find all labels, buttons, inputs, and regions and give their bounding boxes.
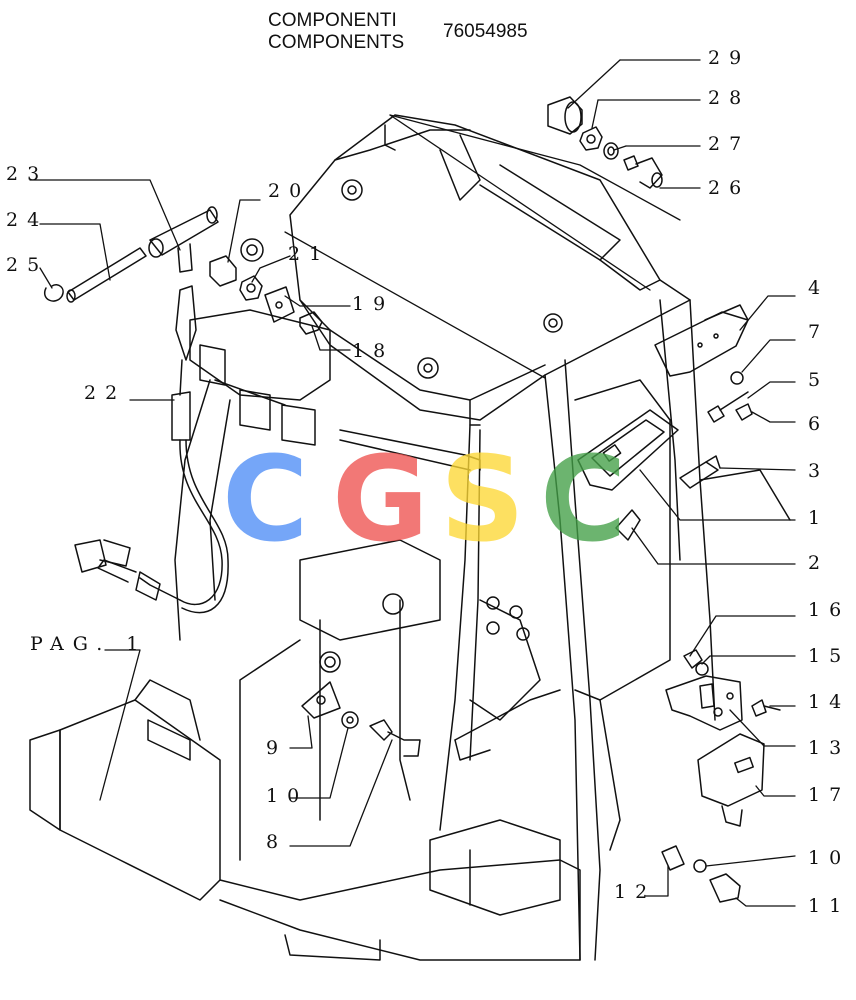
part-13-hinge bbox=[665, 675, 743, 731]
part-20-bushing bbox=[209, 255, 237, 287]
part-16-nut bbox=[683, 649, 703, 669]
callout-4: 4 bbox=[808, 277, 830, 299]
callout-26: 26 bbox=[708, 177, 751, 199]
part-9-ring bbox=[319, 651, 341, 673]
part-10-washer-b bbox=[693, 859, 707, 873]
part-17-latch bbox=[697, 733, 765, 827]
part-8-bolt bbox=[369, 719, 421, 757]
watermark-letter-s: S bbox=[440, 440, 525, 560]
callout-27: 27 bbox=[708, 133, 751, 155]
callout-23: 23 bbox=[6, 163, 49, 185]
part-3-lamp bbox=[679, 455, 721, 489]
watermark-letter-g: G bbox=[332, 440, 429, 560]
part-26-pin bbox=[623, 155, 663, 189]
callout-11: 11 bbox=[808, 895, 851, 917]
callout-17: 17 bbox=[808, 784, 851, 806]
part-5-screw bbox=[707, 391, 749, 423]
page-reference: PAG. 1 bbox=[30, 633, 148, 655]
callout-29: 29 bbox=[708, 47, 751, 69]
callout-20: 20 bbox=[268, 180, 311, 202]
part-27-washer bbox=[603, 142, 619, 160]
cgsc-watermark: C G S C bbox=[222, 440, 627, 560]
part-11-bolt bbox=[709, 873, 741, 903]
part-23-tee-fitting bbox=[148, 206, 219, 273]
callout-5: 5 bbox=[808, 369, 830, 391]
callout-10a: 10 bbox=[266, 785, 309, 807]
callout-7: 7 bbox=[808, 321, 830, 343]
part-number: 76054985 bbox=[443, 21, 528, 42]
part-25-clip bbox=[43, 284, 64, 302]
callout-19: 19 bbox=[352, 293, 395, 315]
part-18-cap bbox=[299, 311, 323, 335]
watermark-letter-c1: C bbox=[222, 440, 309, 560]
callout-3: 3 bbox=[808, 460, 830, 482]
part-24-shaft bbox=[66, 247, 147, 303]
part-21-nut bbox=[239, 275, 263, 301]
callout-15: 15 bbox=[808, 645, 851, 667]
part-14-screw bbox=[751, 699, 781, 717]
callout-14: 14 bbox=[808, 691, 851, 713]
title-italian: COMPONENTI bbox=[268, 10, 397, 31]
part-15-washer bbox=[695, 662, 709, 676]
callout-13: 13 bbox=[808, 737, 851, 759]
part-28-nut bbox=[579, 126, 603, 151]
part-12-plate bbox=[661, 845, 685, 871]
cab-frame bbox=[29, 114, 791, 961]
part-2-key bbox=[615, 509, 641, 541]
watermark-letter-c2: C bbox=[540, 440, 627, 560]
part-6-screw bbox=[735, 403, 753, 421]
part-22-cable bbox=[74, 285, 229, 614]
callout-12: 12 bbox=[614, 881, 657, 903]
callout-6: 6 bbox=[808, 413, 830, 435]
callout-24: 24 bbox=[6, 209, 49, 231]
part-29-bushing bbox=[547, 96, 583, 135]
part-4-bracket bbox=[654, 304, 749, 377]
callout-21: 21 bbox=[288, 243, 331, 265]
part-9-plate bbox=[301, 681, 341, 719]
callout-16: 16 bbox=[808, 599, 851, 621]
part-10-washer-a bbox=[341, 711, 359, 729]
part-19-plate bbox=[264, 286, 295, 323]
part-1-switch-panel bbox=[577, 409, 679, 491]
callout-22: 22 bbox=[84, 382, 127, 404]
title-english: COMPONENTS bbox=[268, 32, 405, 53]
leader-lines bbox=[29, 59, 796, 907]
callout-25: 25 bbox=[6, 254, 49, 276]
callout-2: 2 bbox=[808, 552, 830, 574]
callout-1: 1 bbox=[808, 507, 830, 529]
callout-28: 28 bbox=[708, 87, 751, 109]
part-7-washer bbox=[730, 371, 744, 385]
callout-9: 9 bbox=[266, 737, 288, 759]
callout-10b: 10 bbox=[808, 847, 851, 869]
callout-18: 18 bbox=[352, 340, 395, 362]
callout-8: 8 bbox=[266, 831, 288, 853]
